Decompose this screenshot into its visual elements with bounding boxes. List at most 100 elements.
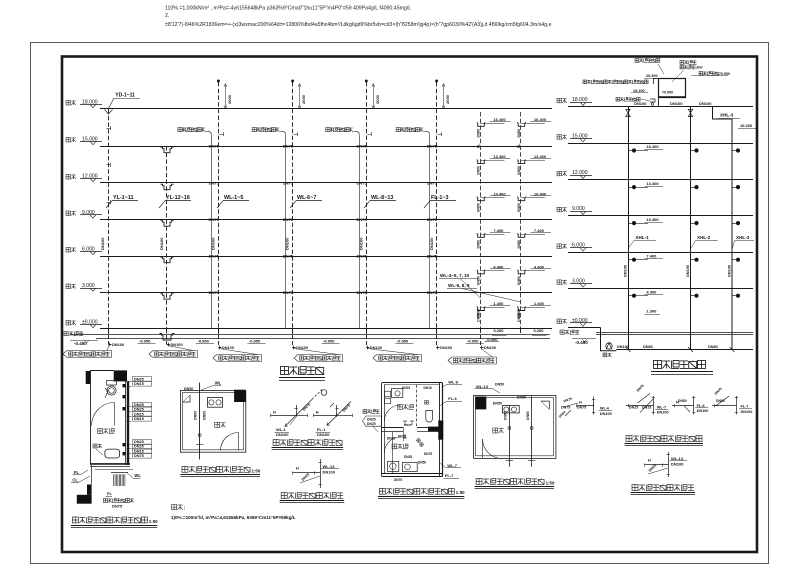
svg-text:DN75: DN75 [357,290,368,295]
svg-text:WL-6, 8, 9: WL-6, 8, 9 [448,283,470,288]
svg-text:WL-6: WL-6 [600,407,609,411]
svg-text:DN100: DN100 [670,101,683,106]
svg-text:DN100: DN100 [617,345,629,349]
svg-text:DN50: DN50 [517,276,521,285]
svg-text:9.000: 9.000 [82,210,95,216]
svg-text:DN50: DN50 [526,411,530,420]
svg-text:DN100: DN100 [296,345,308,350]
svg-text:2000: 2000 [375,94,380,104]
svg-text:DN75: DN75 [209,181,220,186]
svg-text:DN50: DN50 [517,203,521,212]
svg-text:6.000: 6.000 [572,243,585,249]
svg-text:DN15: DN15 [134,449,144,453]
svg-text:12.000: 12.000 [82,173,98,179]
svg-text:DN75: DN75 [209,144,220,149]
svg-text:WL: WL [134,473,141,478]
svg-text:DN75: DN75 [302,402,311,411]
svg-text:H: H [676,401,679,405]
svg-text:DN20: DN20 [367,422,376,426]
svg-text:18m³: 18m³ [695,66,704,70]
svg-text:DN75: DN75 [283,290,294,295]
svg-text:DN50: DN50 [476,313,480,322]
svg-text:DN25: DN25 [398,435,406,439]
svg-text:-0.950: -0.950 [486,337,498,342]
svg-text:DN75: DN75 [427,254,438,259]
svg-text:DN100: DN100 [429,237,434,250]
svg-text:DN100: DN100 [671,461,684,466]
svg-text:9.000: 9.000 [572,206,585,212]
svg-text:FL-1~3: FL-1~3 [431,195,449,201]
svg-text:12.000: 12.000 [572,170,588,176]
svg-text:WL-7: WL-7 [657,405,666,409]
svg-text:15.000: 15.000 [572,134,588,140]
svg-text:110%.=1,000kN/m² , m³Pa=-4y615: 110%.=1,000kN/m² , m³Pa=-4y6155648kPa p3… [165,6,411,12]
svg-text:DN75: DN75 [209,290,220,295]
svg-text:DN25: DN25 [629,405,638,409]
svg-text:DN50: DN50 [517,129,521,138]
svg-text:70.000: 70.000 [662,91,673,95]
svg-text:-0.950: -0.950 [323,339,335,344]
svg-text:16.200: 16.200 [740,123,753,128]
svg-text:DN50: DN50 [517,240,521,249]
svg-text:0.200: 0.200 [534,328,545,333]
svg-text:±0.000: ±0.000 [572,318,588,324]
svg-text:DN75: DN75 [424,452,432,456]
svg-text:WL-7: WL-7 [447,463,458,468]
svg-text:13.400: 13.400 [493,154,506,159]
svg-text:WL-1~5: WL-1~5 [224,195,243,201]
svg-text:DN75: DN75 [209,217,220,222]
svg-text:DN50: DN50 [504,411,508,420]
svg-text:DN25: DN25 [367,417,376,421]
svg-text:XHL-3: XHL-3 [720,113,734,118]
svg-text:DN75: DN75 [636,384,645,393]
svg-text:DN25: DN25 [134,440,144,444]
svg-text:WL-13: WL-13 [323,464,336,469]
svg-text:1:50: 1:50 [252,468,261,473]
svg-text:DN100: DN100 [686,265,690,277]
svg-text:DN25: DN25 [642,405,651,409]
svg-text:DN50: DN50 [558,410,567,419]
svg-text:DN100: DN100 [171,342,183,347]
svg-text:H: H [296,467,299,471]
svg-text:DN75: DN75 [563,397,573,404]
svg-text:DN75: DN75 [394,478,402,482]
svg-text:DN100: DN100 [285,237,290,250]
svg-text:3.000: 3.000 [572,279,585,285]
svg-text:YD-1~11: YD-1~11 [115,93,135,99]
svg-text:±0.000: ±0.000 [82,319,98,325]
svg-text:2000: 2000 [301,94,306,104]
svg-text:WL-6~7: WL-6~7 [297,195,316,201]
svg-text:16.400: 16.400 [493,117,506,122]
svg-text:13.400: 13.400 [646,181,659,186]
svg-text:DN80: DN80 [708,345,718,349]
svg-text:DN100: DN100 [112,342,124,347]
svg-text:DN25: DN25 [404,423,412,427]
svg-text:18.000: 18.000 [572,97,588,103]
svg-text:DN50: DN50 [716,399,725,403]
svg-text:DN100: DN100 [211,237,216,250]
svg-text:2000: 2000 [227,94,232,104]
svg-text:DN75: DN75 [427,181,438,186]
svg-text:DN75: DN75 [427,144,438,149]
svg-text:DN100: DN100 [100,237,105,250]
svg-text:18.000: 18.000 [82,99,98,105]
svg-text:FL: FL [476,143,480,148]
svg-text:DN100: DN100 [624,265,628,277]
svg-text:DN75: DN75 [342,403,351,412]
svg-text:DN25: DN25 [134,408,144,412]
svg-text:WL-6: WL-6 [448,379,459,384]
svg-text:±8'12'7)-l946%2R1836em=+-(x)3w: ±8'12'7)-l946%2R1836em=+-(x)3wxrnac200%6… [165,22,551,28]
svg-text:1.400: 1.400 [534,301,545,306]
svg-text:1.400: 1.400 [493,301,504,306]
svg-text:DN75: DN75 [577,405,586,409]
svg-text:10.400: 10.400 [534,191,547,196]
svg-text:DN75: DN75 [427,217,438,222]
svg-text:DN75: DN75 [283,254,294,259]
svg-text:DN100: DN100 [634,101,647,106]
svg-text:-0.950: -0.950 [139,339,151,344]
svg-text:DN50: DN50 [517,396,526,400]
svg-text:DN25: DN25 [134,403,144,407]
svg-text:DN100: DN100 [370,345,382,350]
svg-text:FL-7: FL-7 [741,405,749,409]
svg-text:DN75: DN75 [357,144,368,149]
